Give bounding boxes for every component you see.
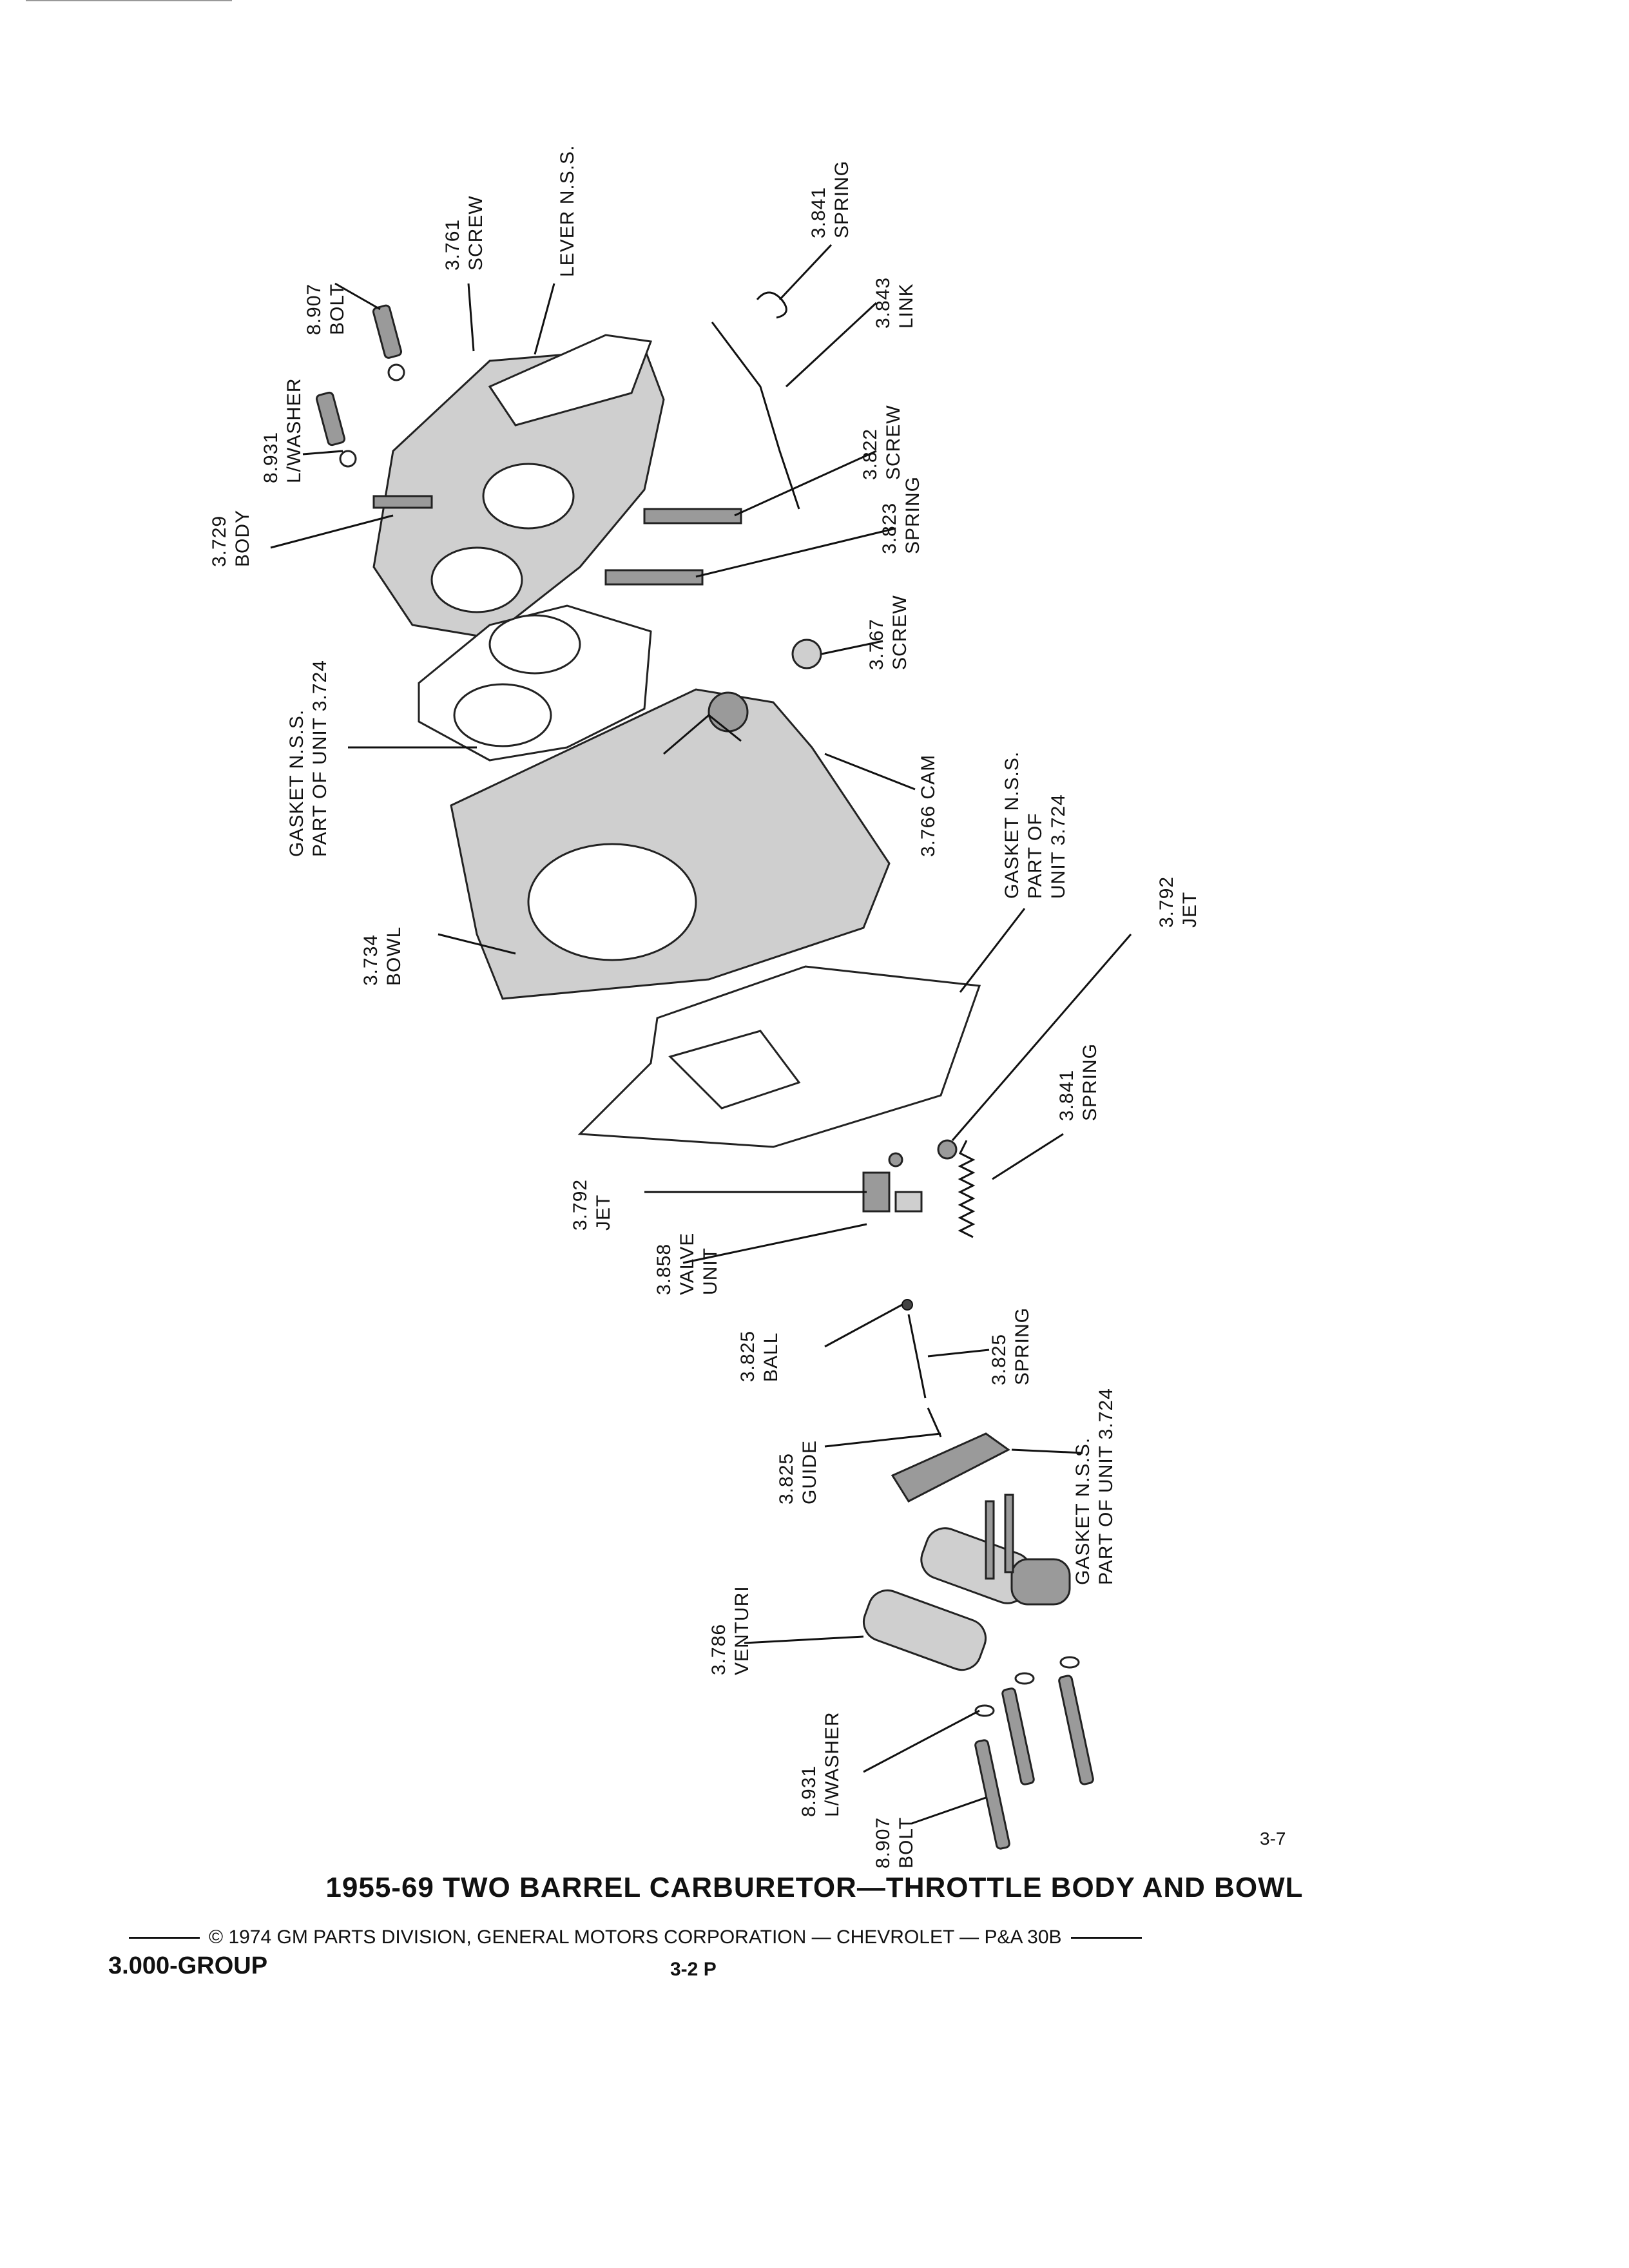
screw-3822-part <box>643 508 742 524</box>
figure-number: 3-7 <box>1260 1829 1286 1849</box>
page-code: 3-2 P <box>670 1959 717 1980</box>
spring-3841-mid-part <box>937 1139 976 1238</box>
bottom-bolts-part <box>974 1656 1094 1850</box>
copyright-text: © 1974 GM PARTS DIVISION, GENERAL MOTORS… <box>209 1927 1062 1948</box>
spring-top-part <box>756 291 787 319</box>
jet-right-part <box>937 1139 958 1160</box>
label-lever: LEVER N.S.S. <box>557 145 578 277</box>
label-gasket-upper: GASKET N.S.S.PART OF UNIT 3.724 <box>286 660 331 857</box>
leader-lines <box>270 244 1132 1825</box>
copyright-line: © 1974 GM PARTS DIVISION, GENERAL MOTORS… <box>129 1927 1327 1948</box>
venturi-cluster-part <box>862 1494 1071 1671</box>
ball-part <box>901 1299 913 1311</box>
page-title: 1955-69 TWO BARREL CARBURETOR—THROTTLE B… <box>325 1872 1304 1903</box>
label-cam: 3.766 CAM <box>918 754 939 857</box>
spring-3825-part <box>907 1314 927 1399</box>
float-bowl-part <box>450 688 891 1000</box>
washer-top-part <box>315 391 357 468</box>
valve-unit-part <box>862 1152 923 1213</box>
gasket-lower-part <box>891 1432 1010 1503</box>
guide-part <box>927 1407 942 1437</box>
rule-right <box>1070 1936 1142 1939</box>
link-rod <box>711 322 800 510</box>
gasket-upper-part <box>418 604 652 762</box>
gasket-bowl-part <box>577 965 981 1148</box>
jet-left-part <box>888 1152 903 1168</box>
rule-left <box>129 1936 200 1939</box>
spring-3823-part <box>604 569 704 586</box>
label-gasket-lower: GASKET N.S.S.PART OF UNIT 3.724 <box>1072 1388 1117 1585</box>
throttle-body-part <box>372 334 665 639</box>
group-code: 3.000-GROUP <box>108 1952 268 1979</box>
bolt-top-part <box>372 304 405 381</box>
screw-3767-part <box>791 639 822 669</box>
scan-edge-mark <box>26 0 232 4</box>
